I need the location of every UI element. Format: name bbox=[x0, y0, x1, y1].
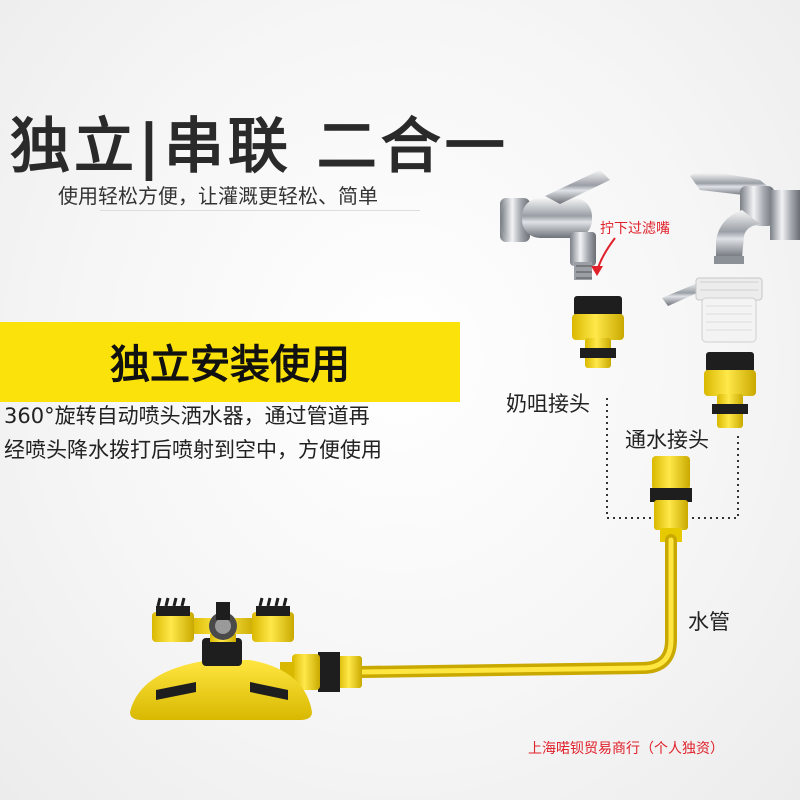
banner-description-line-2: 经喷头降水拨打后喷射到空中，方便使用 bbox=[4, 438, 382, 462]
headline: 独立|串联 二合一 bbox=[10, 112, 509, 182]
water-connector-label: 通水接头 bbox=[625, 428, 709, 452]
nipple-connector-icon bbox=[572, 296, 624, 368]
seller-name: 上海喏钡贸易商行（个人独资） bbox=[528, 741, 724, 757]
hose-label: 水管 bbox=[688, 610, 730, 634]
nipple-connector-label: 奶咀接头 bbox=[506, 392, 590, 416]
dotted-guide-line bbox=[606, 398, 739, 519]
filter-note-label: 拧下过滤嘴 bbox=[600, 221, 670, 237]
faucet-right-icon bbox=[690, 172, 800, 264]
water-connector-top-icon bbox=[704, 352, 756, 428]
subline-divider bbox=[100, 210, 420, 211]
banner-description-line-1: 360°旋转自动喷头洒水器，通过管道再 bbox=[4, 404, 370, 428]
subline: 使用轻松方便，让灌溉更轻松、简单 bbox=[58, 184, 378, 208]
faucet-adapter-icon bbox=[662, 277, 763, 343]
faucet-left-icon bbox=[500, 170, 610, 280]
yellow-banner bbox=[0, 322, 460, 402]
arrow-head-icon bbox=[591, 266, 603, 276]
quick-connector-icon bbox=[650, 456, 692, 542]
banner-title: 独立安装使用 bbox=[110, 342, 350, 388]
sprinkler-icon bbox=[130, 597, 312, 720]
hose-icon bbox=[354, 534, 677, 678]
